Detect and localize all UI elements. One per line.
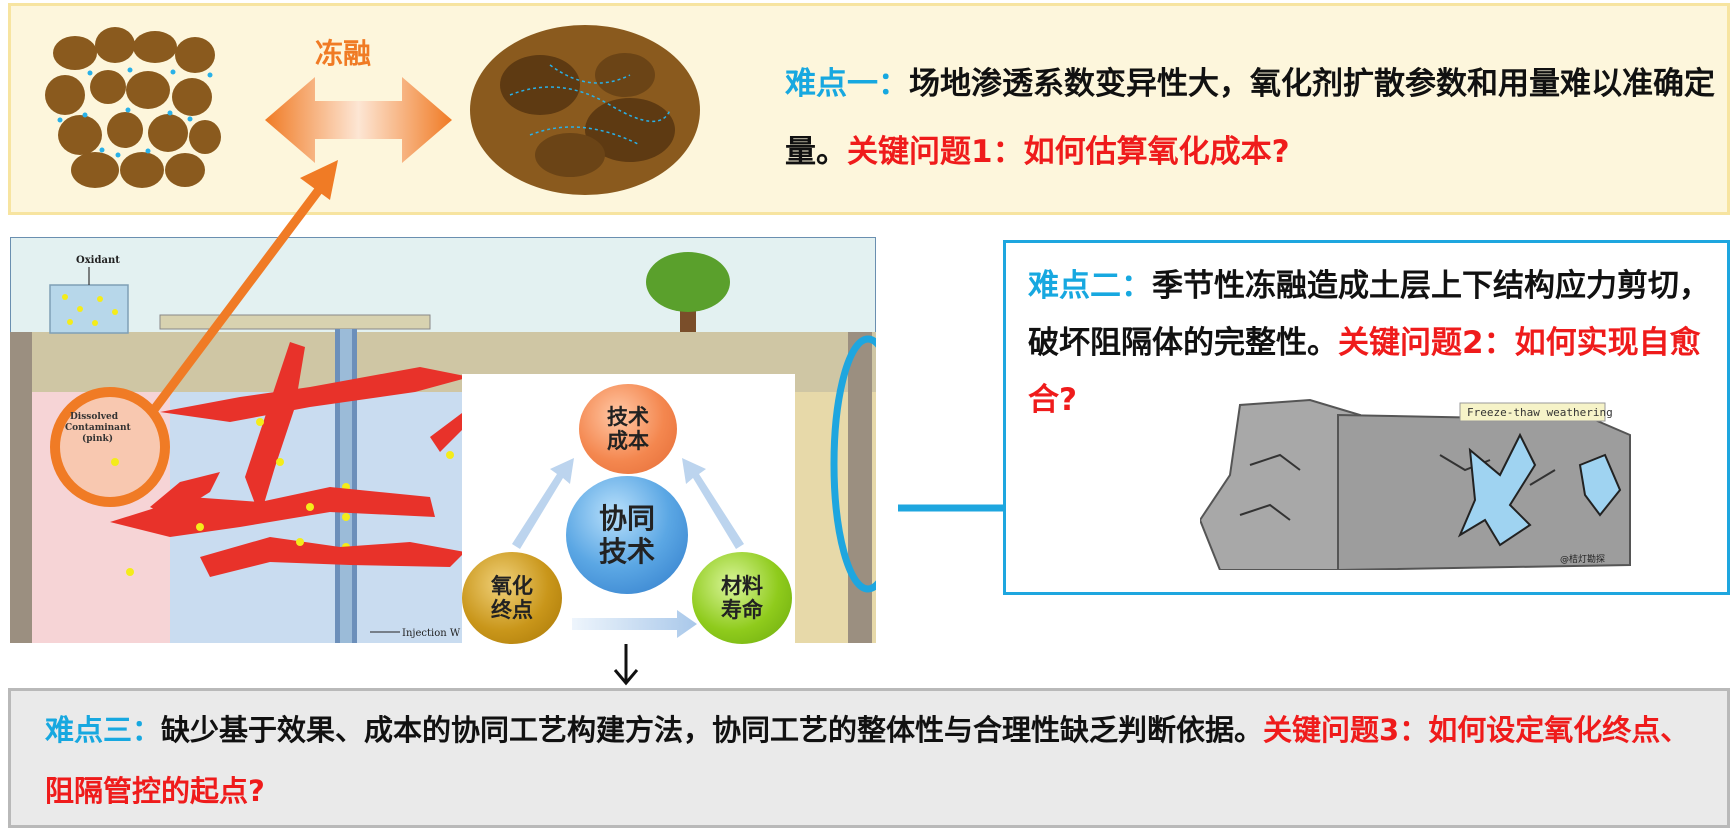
difficulty-three-text: 难点三：缺少基于效果、成本的协同工艺构建方法，协同工艺的整体性与合理性缺乏判断依… — [45, 700, 1705, 822]
synergy-technology-diagram: 技术成本 协同技术 氧化终点 材料寿命 — [462, 374, 795, 644]
oxidation-endpoint-node: 氧化终点 — [462, 552, 562, 644]
difficulty-three-label: 难点三： — [45, 713, 162, 747]
tech-cost-line-2: 成本 — [607, 429, 649, 453]
synergy-center-line-1: 协同 — [598, 502, 655, 535]
freeze-thaw-label: 冻融 — [315, 37, 372, 70]
dissolved-label: Dissolved — [70, 412, 119, 422]
difficulty-one-label: 难点一： — [785, 66, 909, 102]
difficulty-three-description: 缺少基于效果、成本的协同工艺构建方法，协同工艺的整体性与合理性缺乏判断依据。 — [161, 713, 1264, 747]
key-question-two: 关键问题2：如何实现自愈合? — [1028, 325, 1701, 418]
difficulty-one-text: 难点一：场地渗透系数变异性大，氧化剂扩散参数和用量难以准确定量。关键问题1：如何… — [785, 50, 1715, 186]
watermark: @桔灯勘探 — [1560, 553, 1605, 565]
oxidant-label: Oxidant — [76, 255, 120, 266]
contaminant-label: Contaminant — [65, 423, 132, 433]
oxidation-endpoint-line-1: 氧化 — [491, 574, 533, 598]
double-arrow-icon — [265, 77, 452, 163]
freeze-thaw-caption: Freeze-thaw weathering — [1467, 406, 1613, 419]
material-life-line-2: 寿命 — [721, 598, 763, 622]
freeze-thaw-rock-illustration: Freeze-thaw weathering @桔灯勘探 — [1200, 398, 1631, 570]
tech-cost-line-1: 技术 — [607, 405, 649, 429]
key-question-three: 关键问题3：如何设定氧化终点、阻隔管控的起点? — [45, 713, 1690, 808]
orange-arrow-icon — [146, 172, 334, 418]
material-life-node: 材料寿命 — [692, 552, 792, 644]
contaminant-highlight-circle — [50, 387, 170, 507]
pink-label: (pink) — [82, 433, 113, 444]
tech-cost-node: 技术成本 — [579, 384, 677, 474]
freeze-thaw-soil-illustration — [45, 25, 700, 195]
synergy-center-line-2: 技术 — [598, 535, 655, 568]
oxidation-endpoint-line-2: 终点 — [491, 598, 533, 622]
barrier-highlight-ellipse — [830, 335, 876, 593]
fragmented-soil-icon — [470, 25, 700, 195]
difficulty-three-panel — [8, 688, 1730, 828]
difficulty-one-description: 场地渗透系数变异性大，氧化剂扩散参数和用量难以准确定量。 — [785, 66, 1715, 170]
key-question-one: 关键问题1：如何估算氧化成本? — [847, 134, 1290, 170]
soil-particles-icon — [45, 27, 221, 188]
synergy-center-node: 协同技术 — [566, 476, 688, 594]
difficulty-two-label: 难点二： — [1028, 268, 1152, 304]
material-life-line-1: 材料 — [721, 574, 763, 598]
difficulty-two-description: 季节性冻融造成土层上下结构应力剪切，破坏阻隔体的完整性。 — [1028, 268, 1710, 361]
difficulty-two-text: 难点二：季节性冻融造成土层上下结构应力剪切，破坏阻隔体的完整性。关键问题2：如何… — [1028, 258, 1718, 429]
injection-well-label: Injection W — [402, 628, 461, 639]
